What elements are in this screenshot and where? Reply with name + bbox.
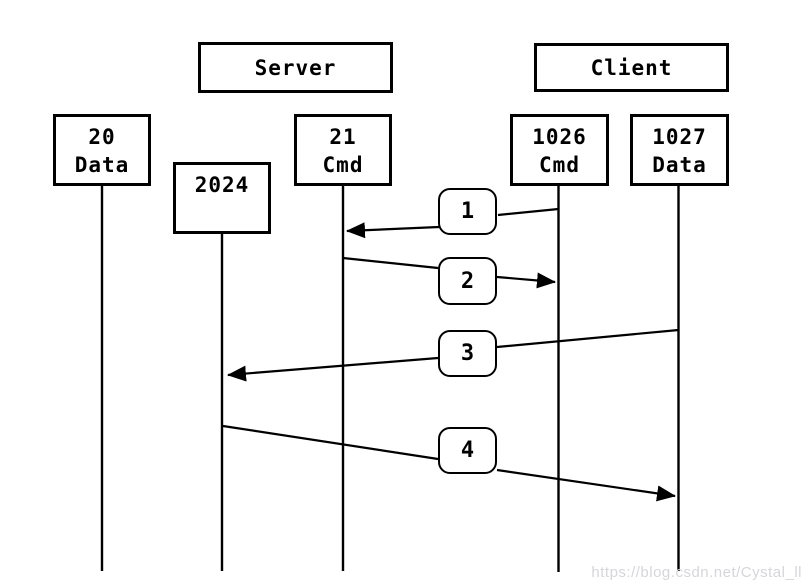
port-number: 1027 [652, 125, 707, 149]
message-3-line-right [496, 328, 679, 349]
server-header-box: Server [198, 42, 393, 93]
step-1-badge: 1 [438, 188, 497, 235]
port-box-1027-data: 1027 Data [630, 114, 729, 186]
step-number: 3 [460, 341, 475, 366]
port-role: Cmd [539, 153, 580, 177]
step-number: 2 [460, 268, 475, 294]
step-2-badge: 2 [438, 257, 497, 305]
port-number: 21 [329, 125, 357, 149]
port-box-21-cmd: 21 Cmd [294, 114, 392, 186]
port-role: Data [652, 153, 707, 177]
message-1-line-right [497, 207, 559, 217]
server-label: Server [254, 55, 337, 80]
port-role: Cmd [322, 153, 364, 177]
port-number: 20 [88, 125, 116, 149]
message-4-line-right-arrow [496, 468, 676, 502]
step-number: 1 [460, 199, 475, 224]
port-number: 2024 [194, 173, 250, 197]
port-role: Data [74, 153, 130, 177]
message-1-line-left-arrow [346, 222, 440, 239]
client-header-box: Client [534, 43, 729, 92]
step-number: 4 [460, 438, 475, 463]
port-number: 1026 [532, 125, 587, 149]
message-2-line-right-arrow [496, 272, 556, 289]
port-box-20-data: 20 Data [53, 114, 151, 186]
message-2-line-left [342, 256, 439, 270]
message-4-line-left [222, 424, 439, 461]
client-label: Client [590, 55, 673, 80]
csdn-watermark: https://blog.csdn.net/Cystal_ll [591, 564, 802, 581]
step-4-badge: 4 [438, 427, 497, 474]
step-3-badge: 3 [438, 330, 497, 377]
port-box-1026-cmd: 1026 Cmd [510, 114, 609, 186]
message-3-line-left-arrow [227, 356, 439, 382]
port-box-2024: 2024 [173, 162, 271, 234]
